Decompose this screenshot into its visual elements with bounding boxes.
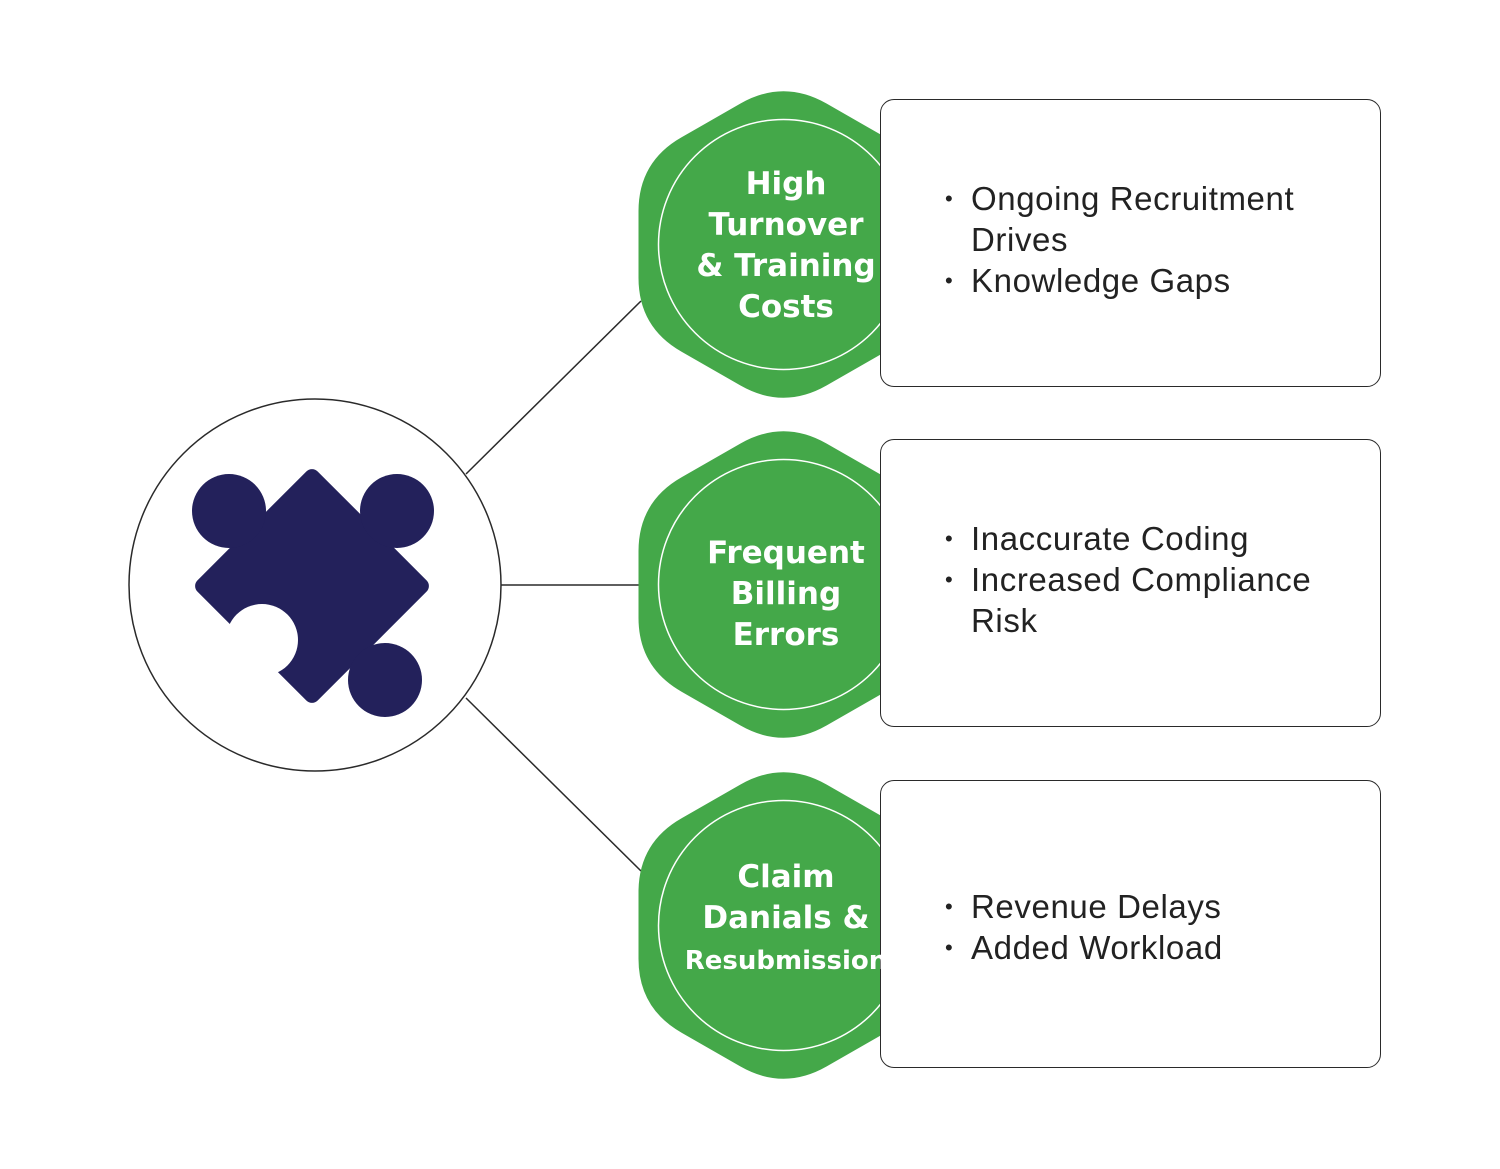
- bullet-dot-icon: •: [945, 526, 954, 551]
- branch-title-line: Costs: [738, 289, 834, 325]
- bullet-item: • Ongoing Recruitment Drives: [945, 178, 1365, 260]
- branch-title-2: Frequent Billing Errors: [660, 533, 912, 656]
- branch-title-line: & Training: [696, 248, 876, 284]
- detail-box-1: • Ongoing Recruitment Drives • Knowledge…: [880, 99, 1381, 387]
- bullet-list: • Ongoing Recruitment Drives • Knowledge…: [945, 178, 1365, 301]
- branch-title-line: Frequent: [707, 535, 865, 571]
- branch-title-1: High Turnover & Training Costs: [660, 164, 912, 328]
- connector-line-top: [465, 300, 642, 475]
- branch-title-line: High: [745, 166, 827, 202]
- bullet-list: • Inaccurate Coding • Increased Complian…: [945, 518, 1365, 641]
- bullet-text-line: Knowledge Gaps: [971, 262, 1231, 299]
- bullet-item: • Revenue Delays: [945, 886, 1365, 927]
- connector-line-bottom: [465, 697, 642, 872]
- bullet-text-line: Ongoing Recruitment: [971, 180, 1295, 217]
- bullet-text-line: Revenue Delays: [971, 888, 1222, 925]
- bullet-dot-icon: •: [945, 894, 954, 919]
- bullet-list: • Revenue Delays • Added Workload: [945, 886, 1365, 968]
- branch-title-3: Claim Danials & Resubmission: [660, 857, 912, 980]
- puzzle-piece-icon: [192, 469, 434, 717]
- bullet-text-line: Risk: [971, 602, 1038, 639]
- bullet-item: • Knowledge Gaps: [945, 260, 1365, 301]
- detail-box-3: • Revenue Delays • Added Workload: [880, 780, 1381, 1068]
- bullet-dot-icon: •: [945, 935, 954, 960]
- branch-title-line: Danials &: [702, 900, 870, 936]
- bullet-text-line: Drives: [971, 221, 1069, 258]
- branch-title-line: Errors: [732, 617, 840, 653]
- branch-title-line: Billing: [730, 576, 842, 612]
- bullet-dot-icon: •: [945, 567, 954, 592]
- branch-title-line: Claim: [737, 859, 835, 895]
- bullet-item: • Added Workload: [945, 927, 1365, 968]
- bullet-dot-icon: •: [945, 268, 954, 293]
- bullet-text-line: Increased Compliance: [971, 561, 1312, 598]
- branch-title-line: Resubmission: [684, 946, 888, 976]
- bullet-item: • Inaccurate Coding: [945, 518, 1365, 559]
- bullet-text-line: Inaccurate Coding: [971, 520, 1250, 557]
- detail-box-2: • Inaccurate Coding • Increased Complian…: [880, 439, 1381, 727]
- branch-title-line: Turnover: [708, 207, 864, 243]
- bullet-text-line: Added Workload: [971, 929, 1223, 966]
- bullet-dot-icon: •: [945, 186, 954, 211]
- bullet-item: • Increased Compliance Risk: [945, 559, 1365, 641]
